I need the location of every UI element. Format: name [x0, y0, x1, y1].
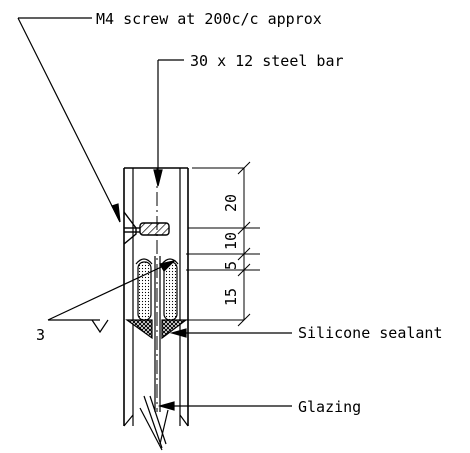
- break-lines: [139, 395, 169, 451]
- sealant-label: Silicone sealant: [298, 324, 443, 342]
- dimension-5: 5: [222, 261, 240, 270]
- steel-bar-leader: [153, 59, 184, 187]
- dimension-lines: [186, 161, 260, 327]
- weld-leader: [47, 259, 176, 334]
- screw-leader: [17, 17, 121, 223]
- screw-head: [123, 211, 140, 245]
- sealant-leader: [169, 328, 292, 338]
- weld-size-label: 3: [36, 326, 45, 344]
- dimension-15: 15: [222, 288, 240, 306]
- dimension-10: 10: [222, 232, 240, 250]
- silicone-sealant: [125, 319, 188, 340]
- glazing-label: Glazing: [298, 398, 361, 416]
- glazing-pane: [154, 256, 161, 412]
- glazing-leader: [157, 401, 292, 411]
- frame-profile: [123, 167, 189, 427]
- steel-bar: [139, 222, 170, 236]
- screw-label: M4 screw at 200c/c approx: [96, 10, 322, 28]
- steel-bar-label: 30 x 12 steel bar: [190, 52, 344, 70]
- dimension-20: 20: [222, 194, 240, 212]
